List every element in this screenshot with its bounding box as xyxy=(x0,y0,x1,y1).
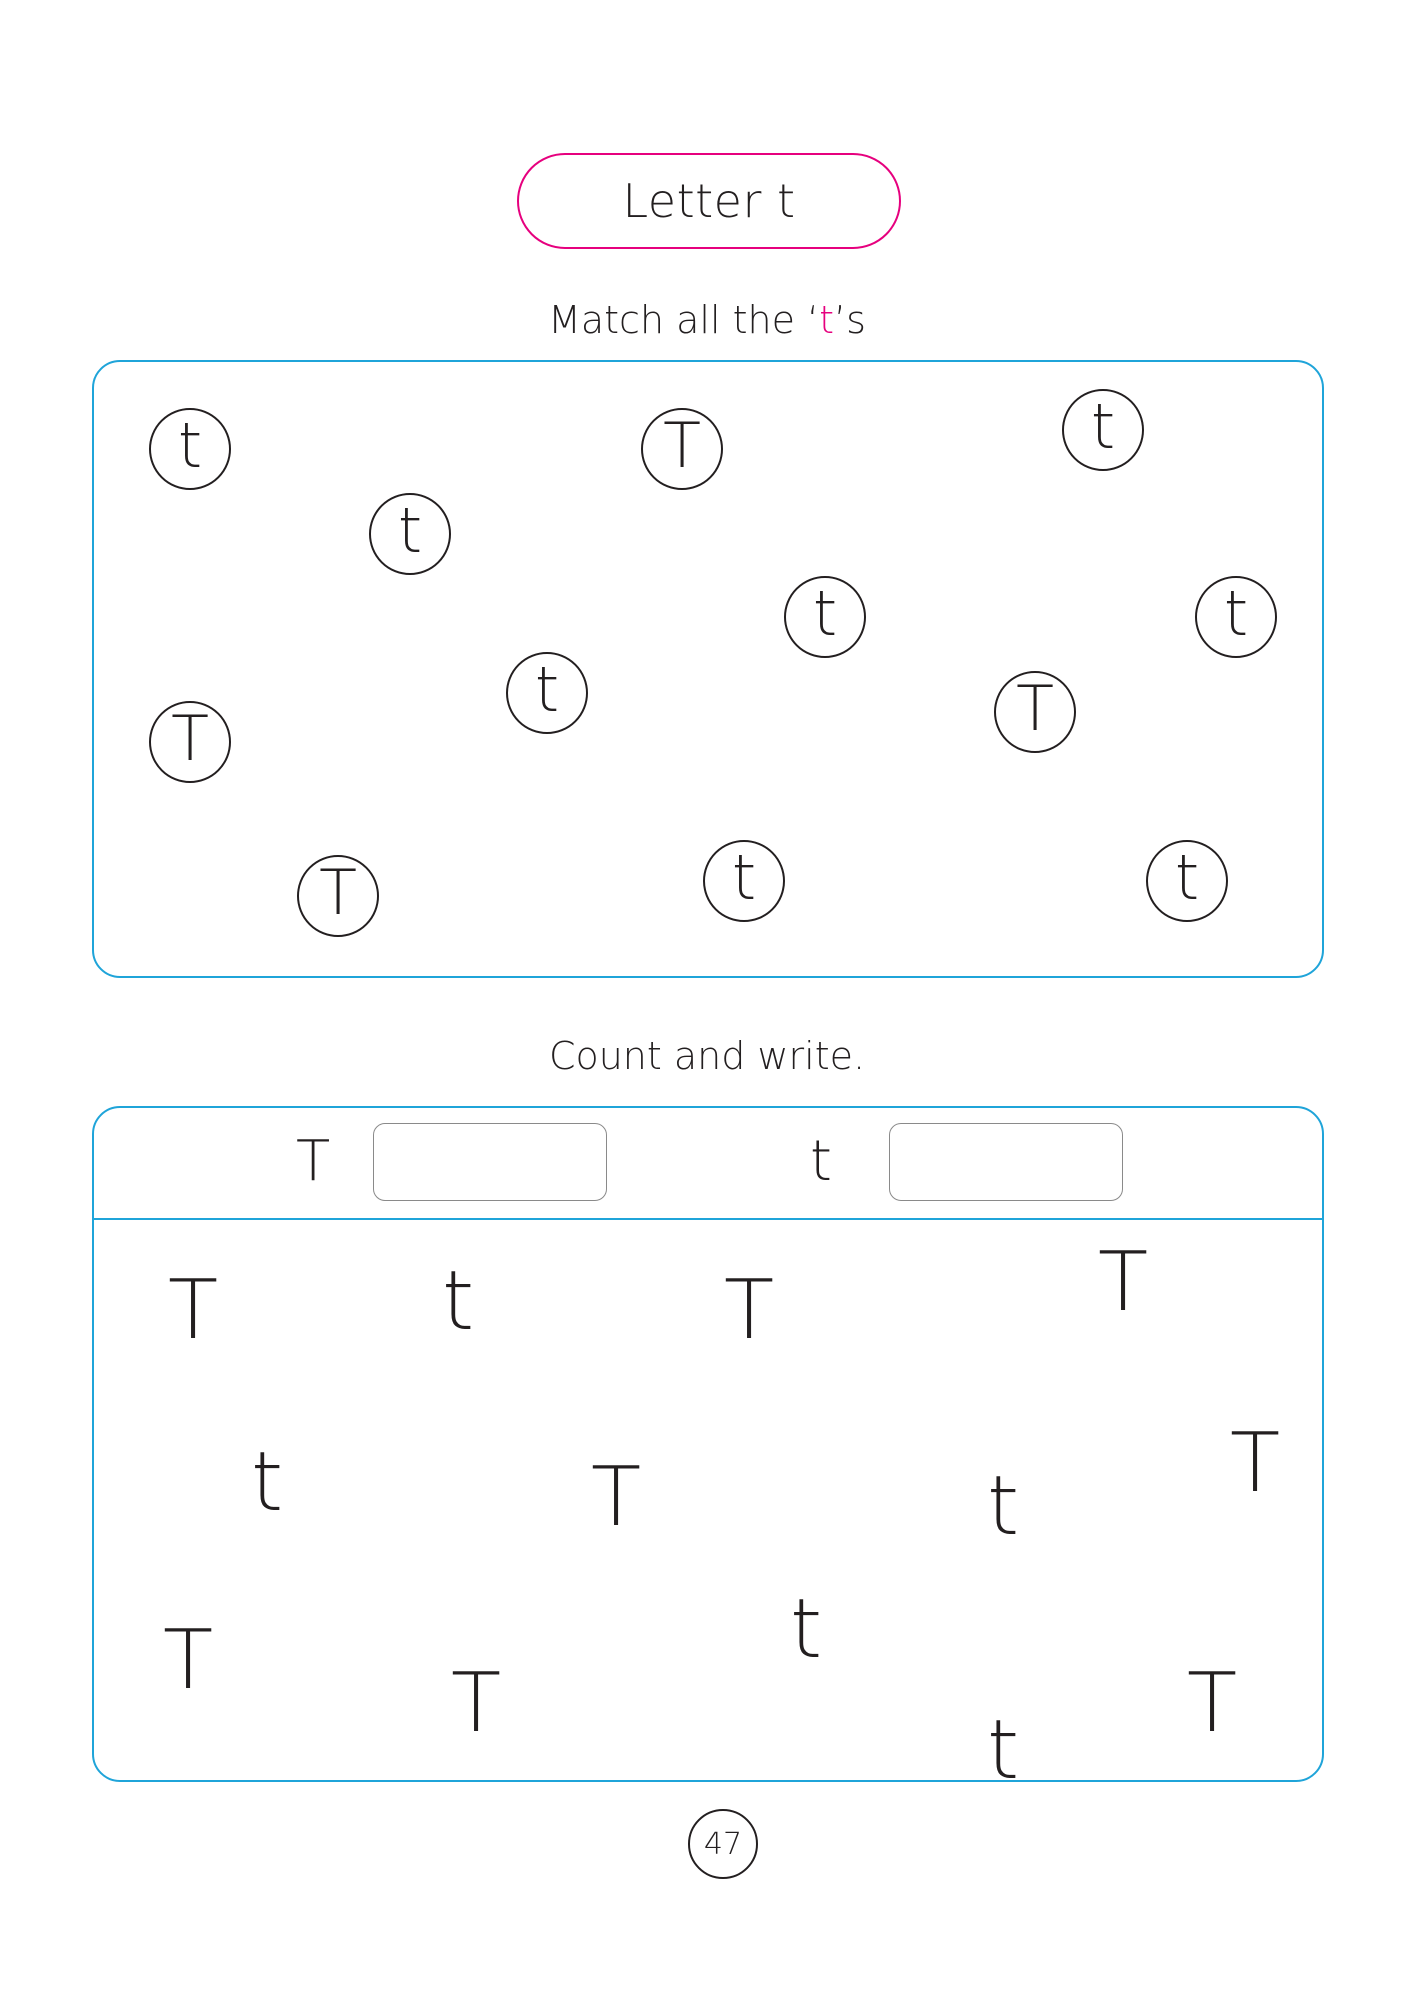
loose-letter: t xyxy=(251,1435,284,1530)
page-title: Letter t xyxy=(517,153,901,249)
loose-letter: T xyxy=(1098,1235,1149,1330)
circled-letter[interactable]: t xyxy=(506,652,588,734)
match-instruction-highlight: t xyxy=(819,298,835,342)
loose-letter: T xyxy=(1187,1656,1238,1751)
circled-letter[interactable]: T xyxy=(149,701,231,783)
circled-letter[interactable]: t xyxy=(1146,840,1228,922)
circled-letter[interactable]: t xyxy=(369,493,451,575)
loose-letter: T xyxy=(168,1263,219,1358)
loose-letter: T xyxy=(451,1656,502,1751)
match-instruction-start: Match all the ‘ xyxy=(548,298,820,342)
loose-letter: t xyxy=(442,1254,475,1349)
uppercase-count-box[interactable] xyxy=(373,1123,607,1201)
circled-letter[interactable]: t xyxy=(784,576,866,658)
loose-letter: T xyxy=(1230,1416,1281,1511)
circled-letter[interactable]: t xyxy=(1195,576,1277,658)
circled-letter[interactable]: t xyxy=(703,840,785,922)
circled-letter[interactable]: T xyxy=(994,671,1076,753)
match-instruction-end: ’s xyxy=(834,298,866,342)
uppercase-count-label: T xyxy=(296,1129,331,1194)
circled-letter[interactable]: T xyxy=(297,855,379,937)
loose-letter: T xyxy=(724,1263,775,1358)
loose-letter: t xyxy=(987,1703,1020,1798)
loose-letter: t xyxy=(790,1582,823,1677)
match-panel: t t T t t t t T T T t t xyxy=(92,360,1324,978)
match-instruction: Match all the ‘t’s xyxy=(0,298,1414,342)
loose-letter: T xyxy=(591,1450,642,1545)
circled-letter[interactable]: T xyxy=(641,408,723,490)
count-panel: T t T t T T t T t T T T t t T xyxy=(92,1106,1324,1792)
count-divider xyxy=(94,1218,1322,1220)
lowercase-count-label: t xyxy=(810,1129,832,1194)
circled-letter[interactable]: t xyxy=(1062,389,1144,471)
circled-letter[interactable]: t xyxy=(149,408,231,490)
loose-letter: t xyxy=(987,1459,1020,1554)
lowercase-count-box[interactable] xyxy=(889,1123,1123,1201)
loose-letter: T xyxy=(163,1613,214,1708)
count-instruction: Count and write. xyxy=(548,1034,866,1078)
page-number: 47 xyxy=(688,1809,758,1879)
